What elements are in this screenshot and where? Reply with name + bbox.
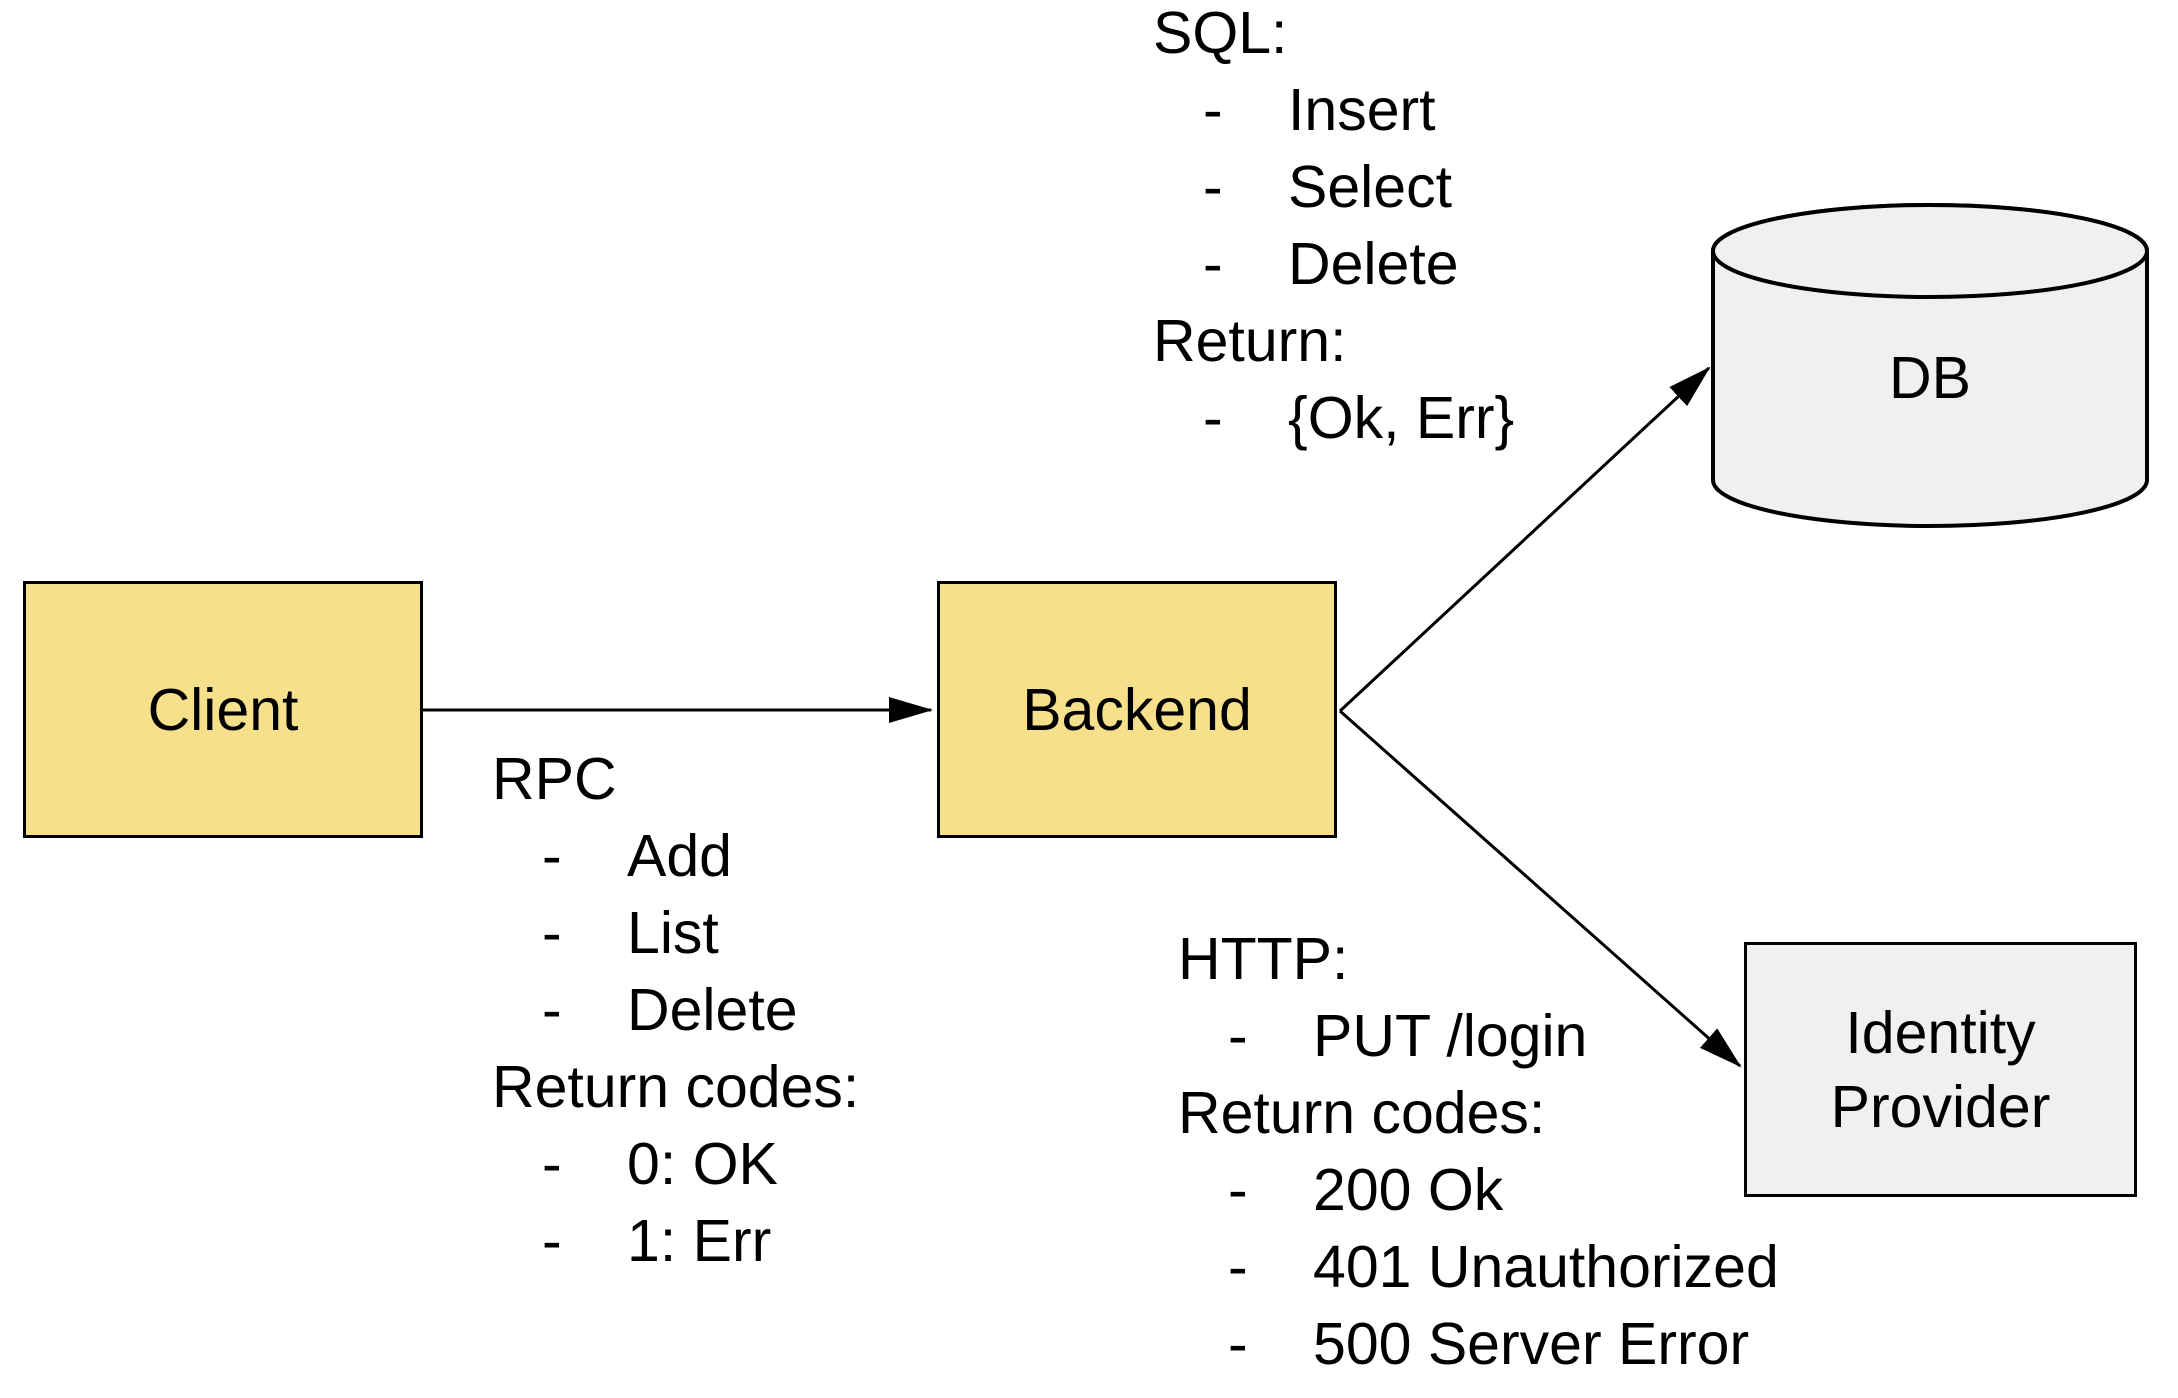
sql-return-item: {Ok, Err} [1288, 385, 1515, 451]
arrow-backend-to-identity-provider [1339, 709, 1742, 1068]
http-return-title: Return codes: [1178, 1080, 1546, 1146]
identity-provider-label-line2: Provider [1830, 1073, 2051, 1140]
list-item: -Select [1153, 149, 1514, 226]
list-item: -1: Err [492, 1203, 859, 1280]
bullet-dash: - [542, 1208, 562, 1274]
list-item: -Delete [1153, 226, 1514, 303]
bullet-dash: - [542, 900, 562, 966]
list-item: -Insert [1153, 72, 1514, 149]
arrow-backend-to-db [1338, 366, 1711, 713]
rpc-annotation: RPC -Add -List -Delete Return codes: -0:… [492, 741, 859, 1280]
rpc-return-item: 0: OK [627, 1131, 778, 1197]
list-item: -200 Ok [1178, 1152, 1779, 1229]
sql-return-title: Return: [1153, 308, 1347, 374]
bullet-dash: - [1228, 1157, 1248, 1223]
http-item: PUT /login [1313, 1003, 1588, 1069]
http-annotation: HTTP: -PUT /login Return codes: -200 Ok … [1178, 921, 1779, 1383]
http-return-item: 500 Server Error [1313, 1311, 1750, 1377]
bullet-dash: - [542, 1131, 562, 1197]
http-title: HTTP: [1178, 926, 1349, 992]
sql-item: Delete [1288, 231, 1459, 297]
bullet-dash: - [1203, 231, 1223, 297]
http-return-item: 200 Ok [1313, 1157, 1504, 1223]
rpc-title: RPC [492, 746, 617, 812]
client-node: Client [23, 581, 423, 838]
backend-node-label: Backend [1022, 676, 1252, 743]
sql-annotation: SQL: -Insert -Select -Delete Return: -{O… [1153, 0, 1514, 457]
identity-provider-label-line1: Identity [1845, 999, 2036, 1066]
list-item: -Delete [492, 972, 859, 1049]
rpc-item: Delete [627, 977, 798, 1043]
list-item: -Add [492, 818, 859, 895]
bullet-dash: - [542, 977, 562, 1043]
client-node-label: Client [147, 676, 299, 743]
list-item: -500 Server Error [1178, 1306, 1779, 1383]
bullet-dash: - [1228, 1234, 1248, 1300]
rpc-return-item: 1: Err [627, 1208, 772, 1274]
db-node-label: DB [1889, 345, 1971, 411]
list-item: -PUT /login [1178, 998, 1779, 1075]
list-item: -{Ok, Err} [1153, 380, 1514, 457]
list-item: -List [492, 895, 859, 972]
list-item: -401 Unauthorized [1178, 1229, 1779, 1306]
http-return-item: 401 Unauthorized [1313, 1234, 1779, 1300]
sql-item: Select [1288, 154, 1452, 220]
backend-node: Backend [937, 581, 1337, 838]
bullet-dash: - [1228, 1003, 1248, 1069]
rpc-return-title: Return codes: [492, 1054, 860, 1120]
bullet-dash: - [1228, 1311, 1248, 1377]
bullet-dash: - [1203, 385, 1223, 451]
sql-item: Insert [1288, 77, 1436, 143]
db-cylinder-shape [1711, 203, 2149, 528]
bullet-dash: - [1203, 154, 1223, 220]
rpc-item: Add [627, 823, 732, 889]
rpc-item: List [627, 900, 719, 966]
list-item: -0: OK [492, 1126, 859, 1203]
sql-title: SQL: [1153, 0, 1288, 66]
bullet-dash: - [542, 823, 562, 889]
identity-provider-node: Identity Provider [1744, 942, 2137, 1197]
bullet-dash: - [1203, 77, 1223, 143]
